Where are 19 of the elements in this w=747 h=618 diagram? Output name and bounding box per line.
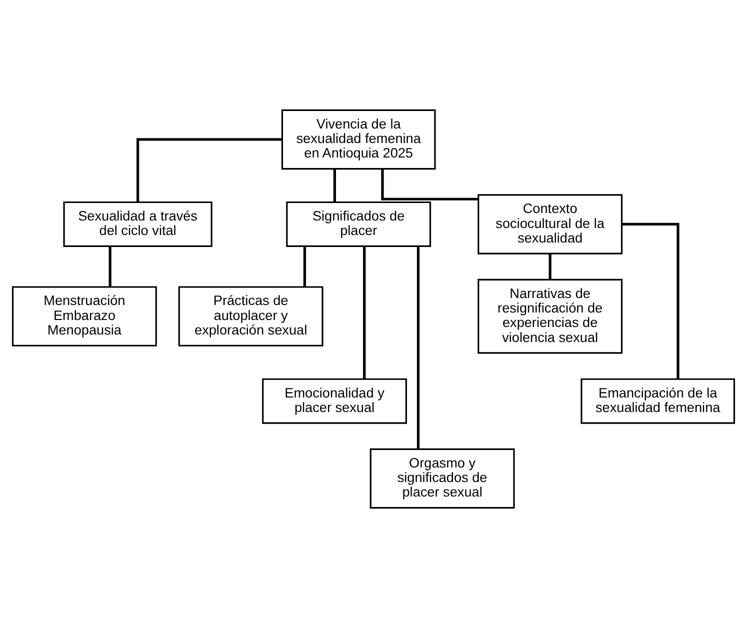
connector: [622, 222, 680, 380]
connector: [136, 138, 282, 202]
node-box: Sexualidad a través del ciclo vital: [63, 201, 212, 247]
node-box: Prácticas de autoplacer y exploración sexual: [178, 286, 324, 346]
node-box: Orgasmo y significados de placer sexual: [370, 448, 515, 509]
node-box: Vivencia de la sexualidad femenina en Antioquia 2025: [281, 109, 436, 170]
connector: [303, 246, 306, 287]
connector: [416, 246, 420, 449]
connector: [333, 169, 336, 202]
connector: [381, 168, 478, 200]
node-box: Emocionalidad y placer sexual: [262, 378, 407, 424]
connector: [363, 246, 366, 380]
node-box: Narrativas de resignificación de experiencias de violencia sexual: [478, 278, 623, 354]
connector: [108, 246, 112, 287]
node-box: Menstruación Embarazo Menopausia: [12, 286, 157, 346]
node-box: Emancipación de la sexualidad femenina: [580, 378, 736, 424]
node-box: Contexto sociocultural de la sexualidad: [478, 194, 623, 254]
connector: [548, 254, 552, 280]
node-box: Significados de placer: [286, 201, 432, 247]
